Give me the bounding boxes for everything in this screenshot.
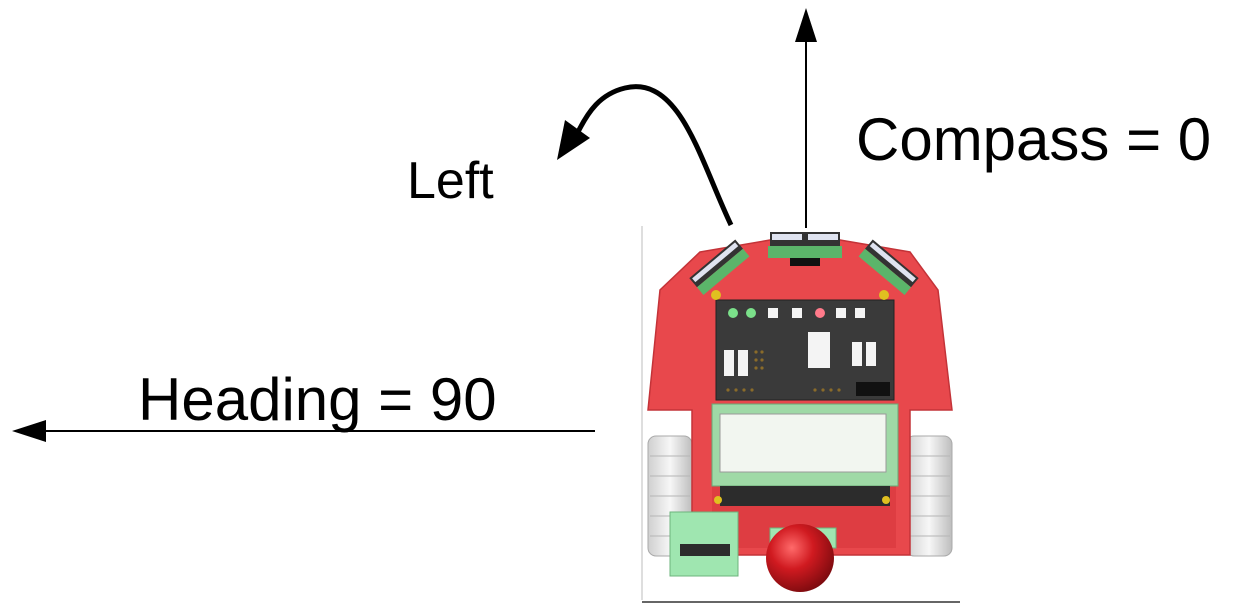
battery-pack xyxy=(669,511,739,577)
right-sensor xyxy=(858,239,919,295)
left-sensor xyxy=(689,239,750,295)
heading-label: Heading = 90 xyxy=(138,366,497,433)
compass-label: Compass = 0 xyxy=(856,106,1212,173)
right-track xyxy=(905,435,953,557)
control-board xyxy=(715,299,895,401)
front-sensor xyxy=(768,232,842,266)
compass-arrow xyxy=(795,8,817,228)
turn-left-label: Left xyxy=(407,152,494,210)
heading-arrow xyxy=(12,420,595,442)
turn-left-arrow xyxy=(557,84,734,227)
robot-icon xyxy=(641,226,960,603)
caster-ball xyxy=(766,524,837,592)
lcd-display xyxy=(711,403,899,506)
